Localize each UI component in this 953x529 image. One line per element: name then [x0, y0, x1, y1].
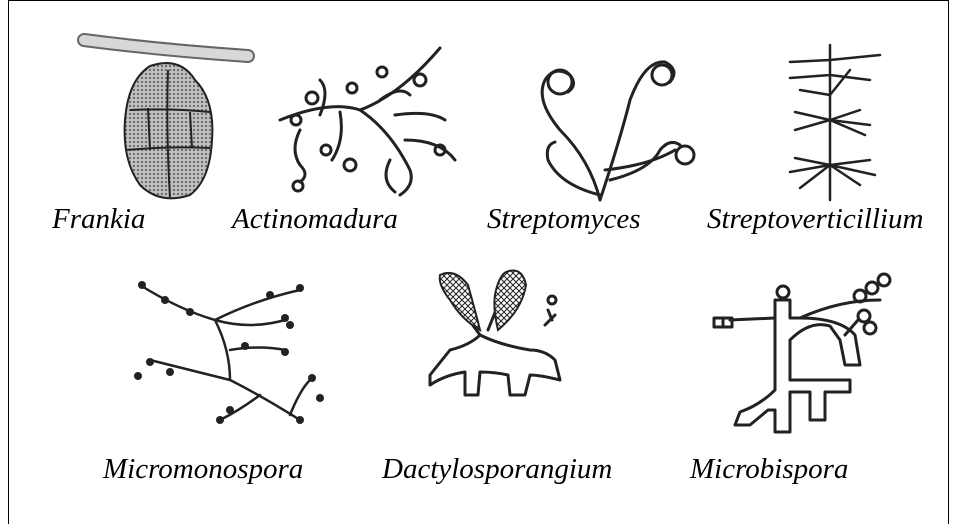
- streptomyces-illustration: [542, 62, 694, 200]
- actinomadura-illustration: [280, 48, 455, 195]
- label-frankia: Frankia: [52, 205, 145, 234]
- label-streptomyces: Streptomyces: [487, 205, 641, 234]
- label-streptoverticillium: Streptoverticillium: [707, 205, 923, 234]
- label-actinomadura: Actinomadura: [232, 205, 398, 234]
- dactylosporangium-sporangium-right: [494, 271, 526, 330]
- microbispora-illustration: [714, 274, 890, 432]
- label-dactylosporangium: Dactylosporangium: [382, 455, 612, 484]
- dactylosporangium-sporangium-left: [440, 273, 480, 330]
- streptoverticillium-illustration: [790, 45, 880, 200]
- label-microbispora: Microbispora: [690, 455, 848, 484]
- frankia-illustration: [84, 40, 248, 198]
- label-micromonospora: Micromonospora: [103, 455, 303, 484]
